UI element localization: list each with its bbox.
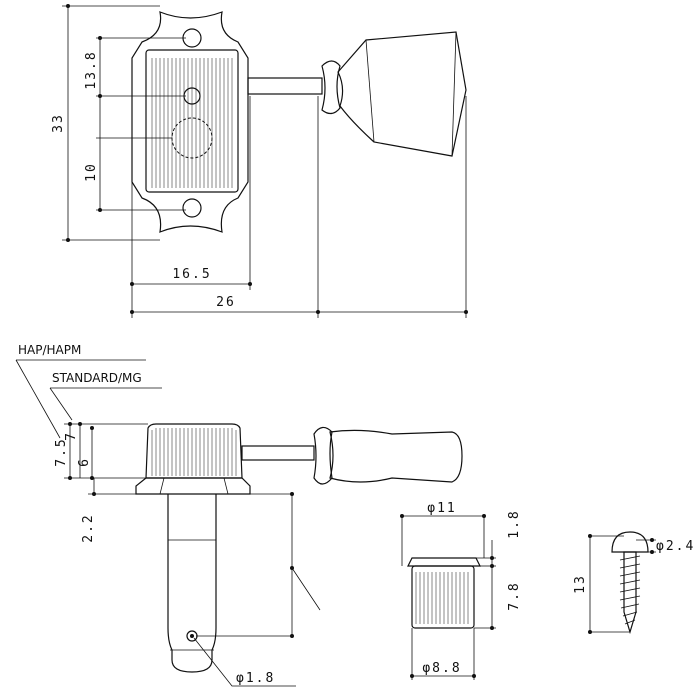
- dim-screw-head: φ2.4: [656, 539, 695, 554]
- top-view-dimensions: 33 13.8 10 16.5 26: [51, 4, 468, 318]
- dim-base: 2.2: [81, 513, 96, 542]
- gear-cover: [145, 49, 239, 193]
- dim-screw-length: 13: [573, 574, 588, 594]
- dim-bushing-flange: 1.8: [507, 509, 522, 538]
- top-view-tuner: [131, 11, 467, 233]
- dim-hole: φ1.8: [236, 671, 275, 686]
- dim-lower: 10: [84, 162, 99, 182]
- bushing-dimensions: φ11 1.8 7.8 φ8.8: [400, 501, 522, 680]
- screw-threads: [619, 555, 641, 625]
- button-collar: [321, 60, 341, 115]
- screw-head: [611, 531, 649, 553]
- dim-upper: 13.8: [84, 50, 99, 89]
- side-view-tuner: [135, 423, 463, 673]
- bushing: [407, 557, 481, 629]
- side-button: [329, 429, 463, 483]
- side-view-dimensions: HAP/HAPM STANDARD/MG 7.5 7 6 2.2: [15, 343, 321, 687]
- label-standard: STANDARD/MG: [52, 371, 142, 385]
- dim-base-width: 16.5: [172, 267, 211, 282]
- bushing-knurl: [415, 572, 469, 624]
- dim-hap-height: 7.5: [54, 437, 69, 466]
- side-button-collar: [313, 426, 333, 485]
- knurled-ribs: [151, 58, 233, 188]
- dim-flange-height: 6: [77, 457, 92, 467]
- shaft: [247, 77, 323, 95]
- dim-overall-height: 33: [51, 113, 66, 133]
- bushing-flange: [407, 557, 481, 567]
- tulip-button: [337, 31, 467, 157]
- dim-bushing-outer: φ11: [427, 501, 456, 516]
- dim-bushing-inner: φ8.8: [422, 661, 461, 676]
- screw-shank: [623, 551, 637, 635]
- bushing-body: [411, 565, 475, 629]
- side-knurl-ribs: [151, 428, 237, 476]
- side-shaft: [241, 445, 315, 461]
- string-post: [167, 494, 217, 673]
- bottom-screw-hole: [182, 198, 202, 218]
- screw-dimensions: 13 φ2.4: [573, 534, 695, 634]
- side-base-flange: [135, 477, 251, 495]
- mounting-screw: [611, 531, 649, 635]
- side-gear-cover: [145, 423, 243, 479]
- label-hap: HAP/HAPM: [18, 343, 81, 357]
- housing-plate: [131, 11, 249, 233]
- dim-bushing-height: 7.8: [507, 581, 522, 610]
- dim-overall-length: 26: [216, 295, 236, 310]
- dim-std-height: 7: [64, 431, 79, 441]
